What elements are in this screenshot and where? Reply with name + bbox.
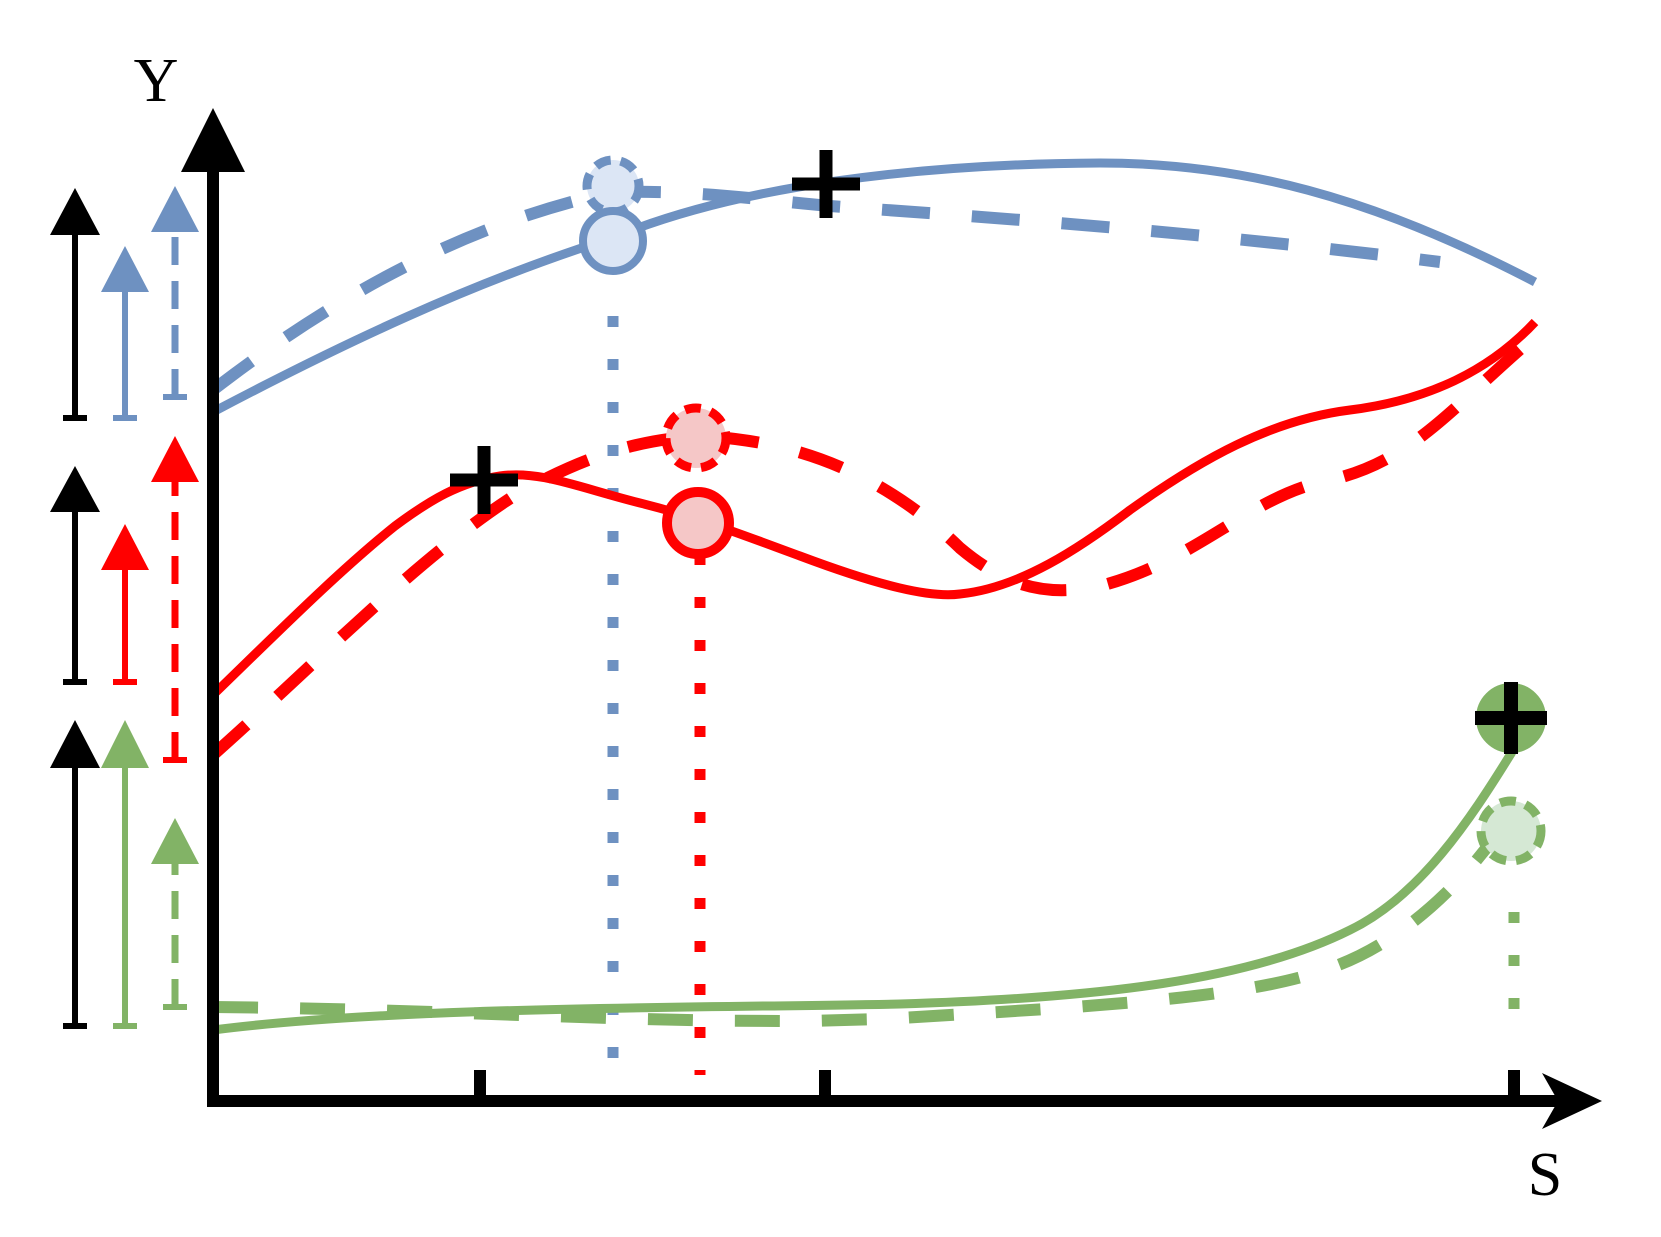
- red-indicator-group: [50, 436, 199, 763]
- red-plus-marker-icon: [450, 446, 518, 514]
- green-plus-marker-icon: [1475, 682, 1547, 754]
- green-dashed-up-arrow-icon: [151, 818, 199, 1010]
- x-axis-arrowhead-icon: [1542, 1073, 1602, 1129]
- blue-plus-marker-icon: [792, 150, 860, 218]
- arrow-indicators: [50, 186, 199, 1029]
- curves: [209, 158, 1539, 1035]
- red-dashed-up-arrow-icon: [151, 436, 199, 763]
- black-up-arrow-icon: [50, 188, 100, 421]
- green-dashed-curve: [212, 826, 1505, 1027]
- black-up-arrow-icon: [50, 466, 100, 685]
- blue-solid-curve: [210, 158, 1538, 416]
- blue-dashed-curve: [209, 185, 1441, 395]
- red-dashed-curve: [209, 340, 1529, 760]
- blue-circle-marker-icon: [579, 207, 647, 275]
- axes: Y S: [134, 47, 1602, 1209]
- blue-dashed-circle-marker-icon: [582, 155, 644, 217]
- green-dashed-circle-marker-icon: [1476, 796, 1546, 866]
- y-axis-label: Y: [134, 47, 179, 115]
- blue-dashed-up-arrow-icon: [151, 186, 199, 400]
- plus-markers: [450, 150, 1547, 754]
- green-solid-curve: [212, 749, 1516, 1035]
- red-solid-curve: [209, 318, 1539, 699]
- y-axis-arrowhead-icon: [181, 108, 245, 172]
- red-dashed-circle-marker-icon: [661, 403, 731, 473]
- red-circle-marker-icon: [662, 487, 734, 559]
- circle-markers: [579, 155, 1546, 866]
- green-indicator-group: [50, 720, 199, 1029]
- blue-up-arrow-icon: [101, 246, 149, 421]
- red-up-arrow-icon: [101, 524, 149, 685]
- x-axis-label: S: [1528, 1141, 1562, 1209]
- green-up-arrow-icon: [101, 720, 149, 1029]
- black-up-arrow-icon: [50, 720, 100, 1029]
- blue-indicator-group: [50, 186, 199, 421]
- projection-lines: [607, 316, 1520, 1075]
